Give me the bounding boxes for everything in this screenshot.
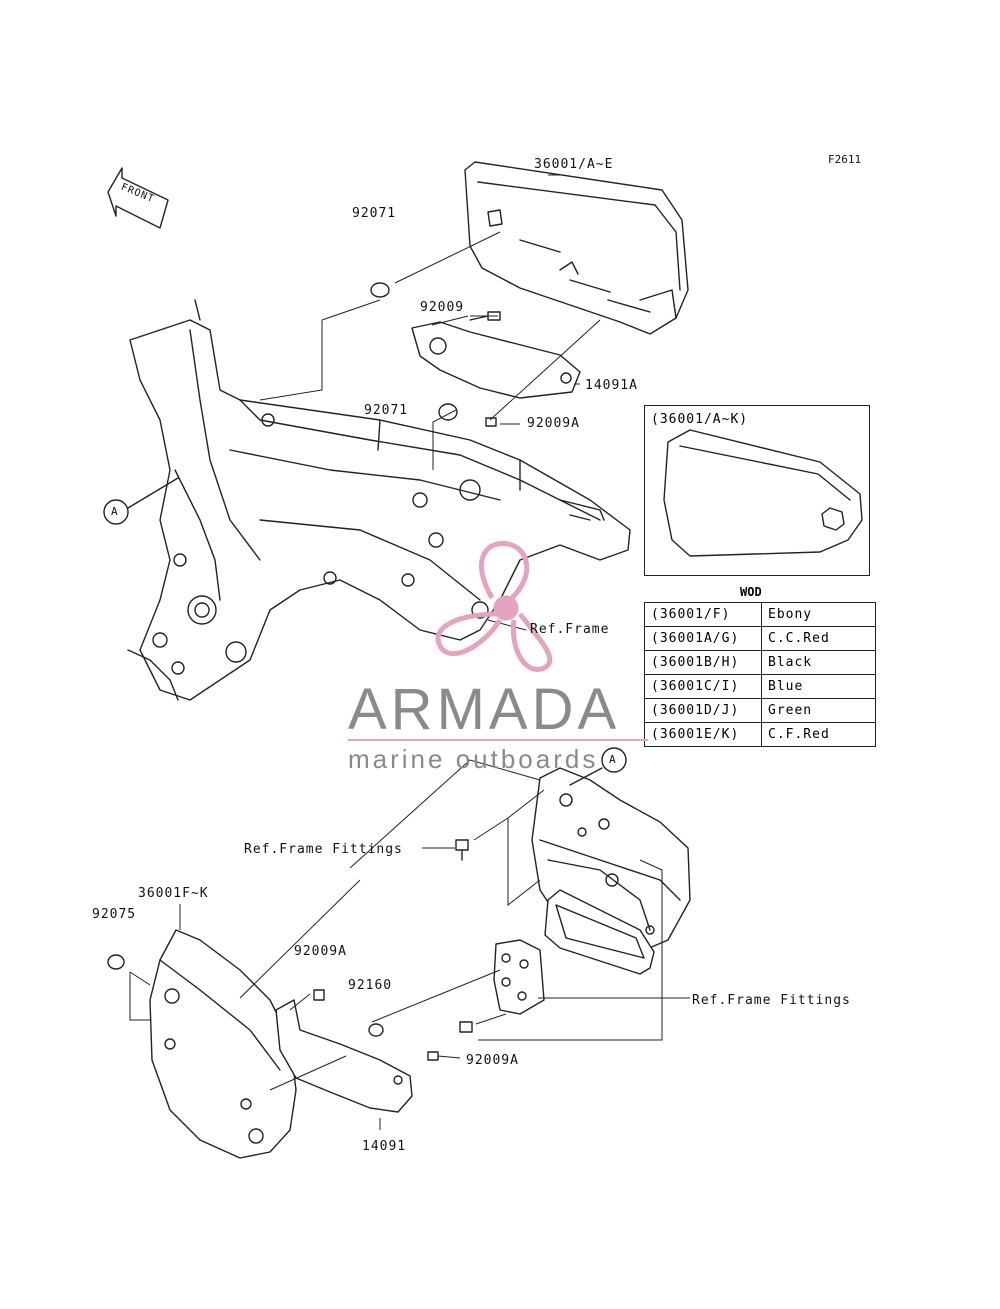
table-row: (36001C/I)Blue [644, 674, 876, 699]
leader-lines [129, 174, 690, 1130]
label-side-cover-top: 36001/A~E [534, 157, 614, 172]
wod-color: Blue [761, 674, 876, 699]
watermark-propeller-icon [435, 541, 553, 672]
wod-color: Black [761, 650, 876, 675]
grommet-92075-part [107, 954, 125, 970]
side-cover-top-part [464, 161, 689, 335]
label-grommet-mid: 92071 [364, 403, 409, 418]
ref-circle-right [569, 747, 627, 786]
table-row: (36001D/J)Green [644, 698, 876, 723]
inset-title: (36001/A~K) [651, 412, 749, 427]
inset-side-cover-part [663, 429, 863, 557]
bracket-14091a-part [411, 321, 581, 399]
label-washer: 92160 [348, 978, 393, 993]
wod-title: WOD [740, 585, 762, 599]
wod-code: (36001E/K) [644, 722, 762, 747]
label-bracket-bottom: 14091 [362, 1139, 407, 1154]
side-cover-bottom-part [149, 929, 297, 1159]
label-grommet-top: 92071 [352, 206, 397, 221]
ref-circle-left [103, 477, 179, 525]
bracket-14091-part [275, 999, 413, 1113]
label-bolt-lower-b: 92009A [466, 1053, 519, 1068]
table-row: (36001B/H)Black [644, 650, 876, 675]
watermark-divider [348, 739, 648, 741]
wod-code: (36001B/H) [644, 650, 762, 675]
ref-letter-left: A [111, 505, 119, 518]
watermark-brand: ARMADA [348, 677, 621, 742]
label-ref-frame-fittings-right: Ref.Frame Fittings [692, 993, 851, 1008]
gasket-part [544, 889, 655, 975]
frame-part [127, 299, 631, 701]
label-side-cover-bottom: 36001F~K [138, 886, 209, 901]
inset-box: (36001/A~K) [644, 405, 870, 576]
table-row: (36001/F)Ebony [644, 602, 876, 627]
grommet-92071-top-part [370, 282, 390, 298]
label-ref-frame: Ref.Frame [530, 622, 610, 637]
figure-code: F2611 [828, 153, 862, 166]
bolt-92009a-lower-b-part [427, 1051, 439, 1061]
wod-color: C.C.Red [761, 626, 876, 651]
wod-code: (36001A/G) [644, 626, 762, 651]
bolt-92009a-mid-part [485, 417, 497, 427]
fitting-bolt-lower-part [459, 1021, 473, 1033]
wod-code: (36001D/J) [644, 698, 762, 723]
wod-color: C.F.Red [761, 722, 876, 747]
wod-code: (36001C/I) [644, 674, 762, 699]
wod-color-table: (36001/F)Ebony (36001A/G)C.C.Red (36001B… [644, 602, 876, 747]
bolt-92009a-lower-a-part [313, 989, 325, 1001]
watermark-tagline: marine outboards [348, 744, 599, 774]
ref-letter-right: A [609, 753, 617, 766]
bracket-plate-part [493, 939, 545, 1015]
label-grommet-bottom: 92075 [92, 907, 137, 922]
wod-code: (36001/F) [644, 602, 762, 627]
label-bolt-top: 92009 [420, 300, 465, 315]
wod-color: Green [761, 698, 876, 723]
front-arrow-icon [107, 167, 169, 229]
wod-color: Ebony [761, 602, 876, 627]
washer-92160-part [368, 1023, 384, 1037]
label-bracket-top: 14091A [585, 378, 638, 393]
label-bolt-mid: 92009A [527, 416, 580, 431]
table-row: (36001A/G)C.C.Red [644, 626, 876, 651]
table-row: (36001E/K)C.F.Red [644, 722, 876, 747]
label-ref-frame-fittings-left: Ref.Frame Fittings [244, 842, 403, 857]
fitting-bolt-upper-part [455, 839, 469, 861]
label-bolt-lower-a: 92009A [294, 944, 347, 959]
